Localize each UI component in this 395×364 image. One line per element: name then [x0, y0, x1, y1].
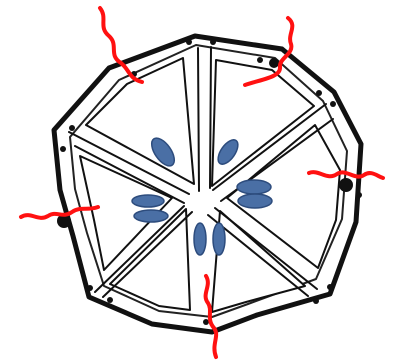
oval-bottom-1 — [194, 223, 206, 255]
rivet-left-top — [69, 125, 75, 131]
rivet-bottom-left-1 — [87, 285, 93, 291]
oval-left-2 — [134, 210, 168, 222]
oval-left-1 — [132, 195, 164, 207]
oval-right-1 — [237, 180, 271, 194]
rivet-right-mid — [330, 101, 336, 107]
rivet-upper-right-big — [269, 58, 279, 68]
rivet-bottom-right-1 — [313, 298, 319, 304]
rivet-upper-right — [257, 57, 263, 63]
rivet-bottom-left-2 — [107, 297, 113, 303]
oval-right-2 — [238, 194, 272, 208]
rivet-left-mid — [60, 146, 66, 152]
rivet-right-big — [339, 178, 353, 192]
rivet-right-edge — [356, 192, 362, 198]
rivet-top-right — [210, 39, 216, 45]
rivet-top-left — [186, 39, 192, 45]
rivet-right-top — [316, 90, 322, 96]
rivet-bottom-right-2 — [327, 284, 333, 290]
oval-bottom-2 — [213, 223, 225, 255]
